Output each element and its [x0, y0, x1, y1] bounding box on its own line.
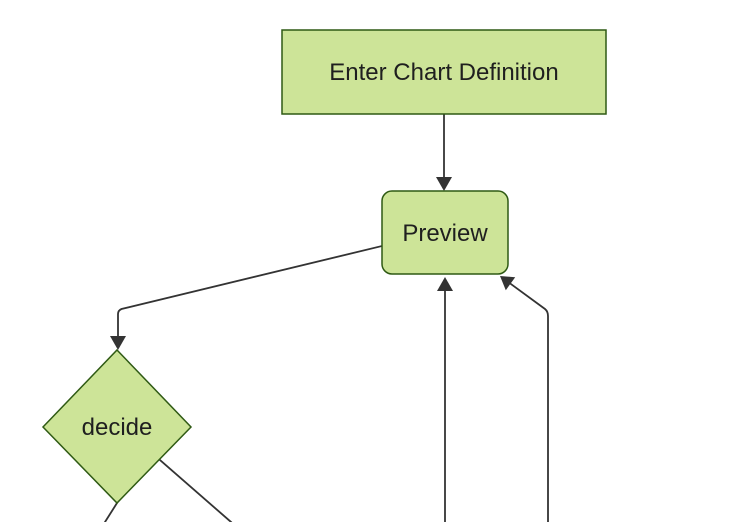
node-enter-chart-definition-shape: [281, 29, 607, 115]
arrowhead-bottom-to-preview: [437, 277, 453, 291]
node-preview-shape: [381, 190, 509, 275]
arrowhead-bottomright-to-preview: [500, 276, 516, 291]
edge-group: [103, 113, 549, 522]
edge-decide-to-offscreen-right: [158, 458, 233, 522]
arrowhead-enter-to-preview: [436, 177, 452, 191]
arrowhead-preview-to-decide: [110, 336, 126, 350]
node-enter-chart-definition-label: Enter Chart Definition: [329, 59, 558, 86]
edge-decide-to-offscreen-left: [103, 501, 119, 522]
node-decide-shape: [41, 348, 193, 505]
node-decide-label: decide: [82, 414, 153, 441]
node-preview-label: Preview: [402, 220, 488, 247]
node-enter-chart-definition: Enter Chart Definition: [281, 29, 607, 115]
edge-bottomright-to-preview: [509, 282, 549, 522]
node-group: Enter Chart Definition Preview decide: [41, 29, 607, 505]
node-preview: Preview: [381, 190, 509, 275]
edge-preview-to-decide: [117, 244, 384, 339]
node-decide: decide: [41, 348, 193, 505]
